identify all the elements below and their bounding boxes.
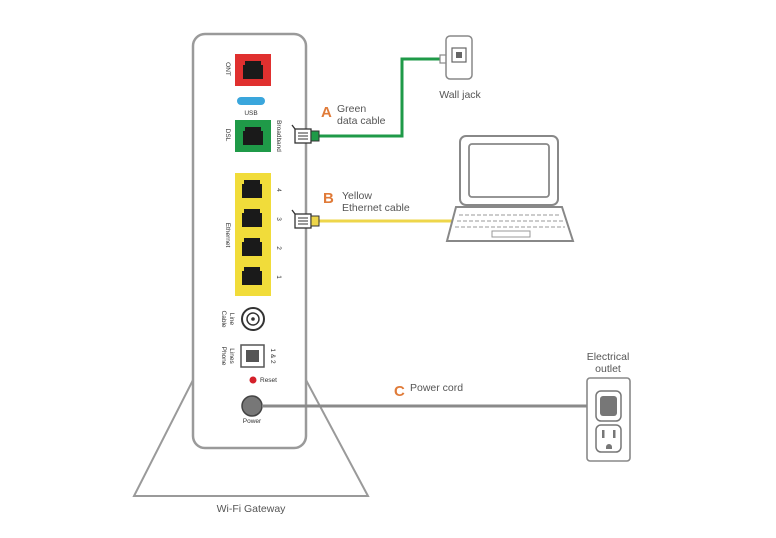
gateway-name: Wi-Fi Gateway bbox=[217, 503, 287, 515]
outlet-label-2: outlet bbox=[595, 363, 621, 375]
ethernet-label: Ethernet bbox=[224, 223, 231, 248]
dsl-label: DSL bbox=[224, 129, 231, 142]
callout-c-letter: C bbox=[394, 383, 405, 400]
reset-button bbox=[249, 376, 257, 384]
green-cable-plug-icon bbox=[291, 124, 320, 144]
ethernet-port-1-number: 1 bbox=[275, 275, 282, 279]
callout-c-line1: Power cord bbox=[410, 382, 463, 394]
ont-jack-icon bbox=[243, 61, 263, 79]
phone-lines-label-1: Phone bbox=[220, 347, 227, 366]
callout-a-line2: data cable bbox=[337, 115, 386, 127]
outlet-socket-icon bbox=[595, 424, 622, 453]
power-label: Power bbox=[243, 418, 262, 425]
phone-jack-icon bbox=[246, 350, 259, 362]
green-data-cable bbox=[318, 57, 442, 138]
dsl-jack-icon bbox=[243, 127, 263, 145]
ethernet-port-2-number: 2 bbox=[275, 246, 282, 250]
usb-label: USB bbox=[244, 110, 257, 117]
ont-label: ONT bbox=[224, 62, 231, 76]
callout-b-line1: Yellow bbox=[342, 190, 372, 202]
power-port bbox=[241, 395, 263, 417]
yellow-cable-plug-icon bbox=[291, 209, 320, 229]
callout-b-line2: Ethernet cable bbox=[342, 202, 410, 214]
wall-jack-label: Wall jack bbox=[439, 89, 481, 101]
power-plug-icon bbox=[595, 390, 622, 422]
broadband-label: Broadband bbox=[275, 120, 282, 152]
outlet-label-1: Electrical bbox=[587, 351, 630, 363]
callout-a-letter: A bbox=[321, 104, 332, 121]
cable-line-label-2: Line bbox=[228, 313, 235, 326]
coax-pin bbox=[251, 317, 255, 321]
cable-line-label-1: Cable bbox=[220, 311, 227, 328]
ethernet-port-4-number: 4 bbox=[275, 188, 282, 192]
callout-a-line1: Green bbox=[337, 103, 366, 115]
phone-lines-number: 1 & 2 bbox=[269, 348, 276, 364]
laptop-icon bbox=[445, 135, 575, 242]
ethernet-jack-4-icon bbox=[242, 180, 262, 198]
callout-b-letter: B bbox=[323, 190, 334, 207]
wall-jack-socket-hole bbox=[456, 52, 462, 58]
gateway-stand bbox=[132, 379, 370, 497]
ethernet-port-3-number: 3 bbox=[275, 217, 282, 221]
ethernet-jack-1-icon bbox=[242, 267, 262, 285]
reset-label: Reset bbox=[260, 377, 277, 384]
ethernet-jack-3-icon bbox=[242, 209, 262, 227]
ethernet-jack-2-icon bbox=[242, 238, 262, 256]
usb-port bbox=[237, 97, 265, 105]
phone-lines-label-2: Lines bbox=[228, 348, 235, 364]
